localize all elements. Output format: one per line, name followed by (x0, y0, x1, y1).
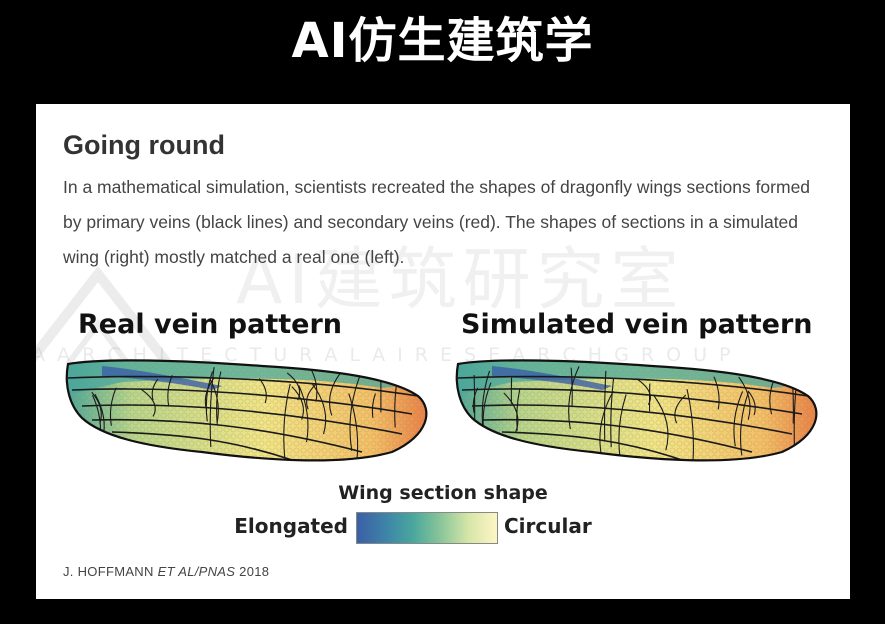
figure-card: AI建筑研究室 A A R C H I T E C T U R A L A I … (36, 104, 850, 599)
article-description: In a mathematical simulation, scientists… (63, 177, 811, 267)
article-heading: Going round (63, 130, 225, 160)
legend-title: Wing section shape (338, 482, 548, 504)
credit-year: 2018 (235, 564, 270, 579)
real-pattern-label: Real vein pattern (78, 309, 342, 340)
slide-title: AI仿生建筑学 (291, 13, 594, 69)
credit-journal: ET AL/PNAS (157, 564, 236, 579)
simulated-pattern-label: Simulated vein pattern (461, 309, 813, 340)
legend-color-scale (356, 512, 498, 544)
real-wing-image (65, 359, 428, 462)
image-credit: J. HOFFMANN ET AL/PNAS 2018 (63, 564, 269, 579)
legend-circular-label: Circular (504, 514, 592, 538)
legend: Elongated Circular (36, 512, 850, 544)
credit-prefix: J. HOFFMANN (63, 564, 158, 579)
legend-elongated-label: Elongated (234, 514, 348, 538)
simulated-wing-image (455, 359, 818, 462)
